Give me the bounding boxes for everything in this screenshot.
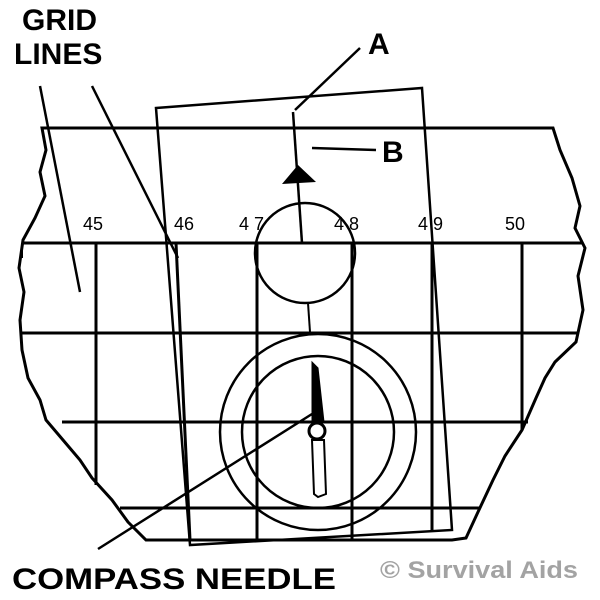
grid-number-49: 4 9	[418, 214, 443, 234]
grid-number-48: 4 8	[334, 214, 359, 234]
compass-needle-pivot	[307, 421, 327, 441]
map-sheet-outline	[17, 126, 587, 542]
grid-lines-label-line2: LINES	[14, 38, 102, 71]
compass-needle-label: COMPASS NEEDLE	[12, 563, 336, 596]
grid-number-50: 50	[505, 214, 525, 234]
point-a-leader	[294, 47, 361, 111]
grid-number-45: 45	[83, 214, 103, 234]
grid-number-47: 4 7	[239, 214, 264, 234]
point-b-label: B	[382, 136, 404, 169]
grid-lines-leader	[38, 85, 82, 293]
compass-needle-south	[310, 439, 328, 499]
compass-base-plate	[154, 86, 454, 547]
compass-housing-outer	[218, 332, 418, 532]
point-b-leader	[311, 146, 377, 152]
direction-of-travel-arrow	[282, 165, 316, 184]
compass-needle-leader	[97, 412, 313, 551]
point-a-label: A	[368, 28, 390, 61]
grid-line-vertical	[174, 242, 192, 541]
magnifier-lens	[253, 201, 357, 305]
compass-needle-north	[311, 360, 325, 423]
grid-lines-leader	[90, 85, 180, 259]
credit-text: © Survival Aids	[380, 557, 578, 584]
grid-lines-label-line1: GRID	[22, 4, 97, 37]
grid-number-46: 46	[174, 214, 194, 234]
lens-connector	[307, 302, 311, 333]
compass-housing-inner	[240, 354, 396, 510]
